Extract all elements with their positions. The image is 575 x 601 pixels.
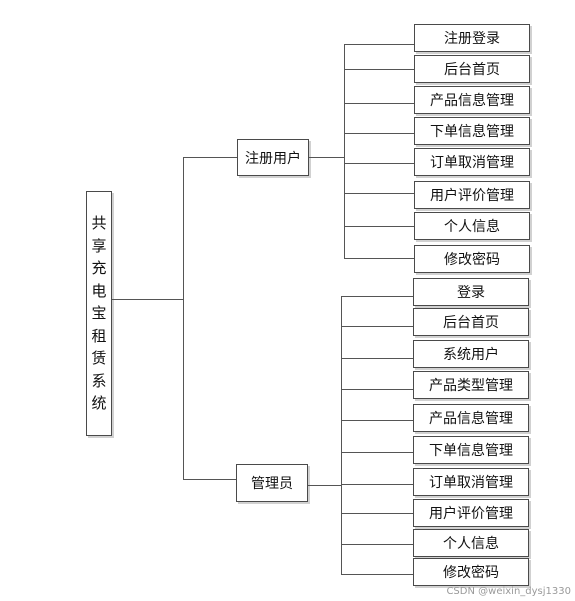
connector-user-spine — [344, 44, 345, 259]
connector-admin-leaf — [341, 389, 413, 390]
admin-leaf-product-type: 产品类型管理 — [413, 371, 529, 399]
connector-admin-leaf — [341, 574, 413, 575]
connector-user-leaf — [344, 193, 414, 194]
user-leaf-order-cancel: 订单取消管理 — [414, 148, 530, 176]
connector-admin-leaf — [341, 358, 413, 359]
connector-branch-spine — [183, 157, 184, 480]
connector-admin-leaf — [341, 484, 413, 485]
connector-user-leaf — [344, 133, 414, 134]
user-leaf-product-info: 产品信息管理 — [414, 86, 530, 114]
admin-leaf-change-password: 修改密码 — [413, 558, 529, 586]
branch-node-admin: 管理员 — [236, 464, 308, 502]
user-leaf-personal-info: 个人信息 — [414, 212, 530, 240]
user-leaf-order-info: 下单信息管理 — [414, 117, 530, 145]
admin-leaf-dashboard: 后台首页 — [413, 308, 529, 336]
admin-leaf-system-users: 系统用户 — [413, 340, 529, 368]
connector-admin-leaf — [341, 420, 413, 421]
connector-admin-leaf — [341, 544, 413, 545]
admin-leaf-order-cancel: 订单取消管理 — [413, 468, 529, 496]
connector-to-user-branch — [183, 157, 237, 158]
connector-admin-leaf — [341, 296, 413, 297]
user-leaf-register-login: 注册登录 — [414, 24, 530, 52]
connector-user-leaf — [344, 163, 414, 164]
root-label-char: 充 — [91, 259, 107, 278]
connector-user-leaf — [344, 69, 414, 70]
admin-leaf-order-info: 下单信息管理 — [413, 436, 529, 464]
connector-to-admin-branch — [183, 479, 237, 480]
branch-node-user: 注册用户 — [237, 139, 309, 176]
connector-admin-leaf — [341, 326, 413, 327]
root-label-char: 宝 — [91, 304, 107, 323]
root-label-char: 享 — [91, 236, 107, 255]
admin-leaf-user-review: 用户评价管理 — [413, 499, 529, 527]
connector-admin-spine — [341, 296, 342, 575]
root-label-char: 共 — [91, 214, 107, 233]
connector-user-leaf — [344, 258, 414, 259]
connector-user-leaf — [344, 44, 414, 45]
root-node: 共享充电宝租赁系统 — [86, 191, 112, 436]
root-label-char: 系 — [91, 371, 107, 390]
root-label-char: 统 — [91, 394, 107, 413]
connector-admin-leaf — [341, 452, 413, 453]
root-label-char: 赁 — [91, 349, 107, 368]
connector-root-trunk — [112, 299, 184, 300]
user-leaf-user-review: 用户评价管理 — [414, 181, 530, 209]
connector-admin-leaf — [341, 513, 413, 514]
watermark: CSDN @weixin_dysj1330 — [446, 586, 571, 597]
admin-leaf-personal-info: 个人信息 — [413, 529, 529, 557]
root-label-char: 租 — [91, 326, 107, 345]
user-leaf-change-password: 修改密码 — [414, 245, 530, 273]
admin-leaf-login: 登录 — [413, 278, 529, 306]
root-label-char: 电 — [91, 281, 107, 300]
connector-user-leaf — [344, 226, 414, 227]
connector-user-leaf — [344, 103, 414, 104]
admin-leaf-product-info: 产品信息管理 — [413, 404, 529, 432]
user-leaf-dashboard: 后台首页 — [414, 55, 530, 83]
connector-user-out — [309, 157, 345, 158]
connector-admin-out — [308, 485, 342, 486]
